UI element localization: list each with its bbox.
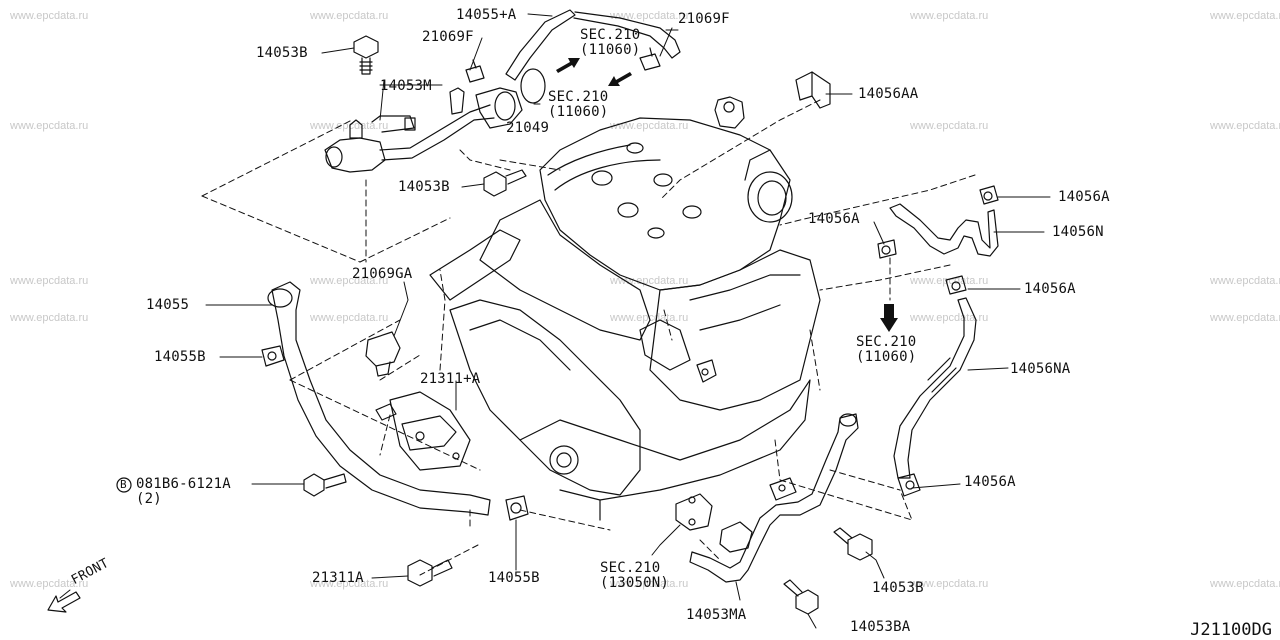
gasket-sec210-13050n[interactable] — [675, 493, 713, 531]
label-bolt-qty: (2) — [136, 491, 162, 507]
watermark-text: www.epcdata.ru — [310, 10, 389, 22]
label-14055-plus-a[interactable]: 14055+A — [456, 7, 517, 23]
watermark-text: www.epcdata.ru — [1210, 578, 1280, 590]
watermark-text: www.epcdata.ru — [610, 578, 689, 590]
watermark-text: www.epcdata.ru — [910, 275, 989, 287]
pipe-14053m[interactable] — [324, 87, 523, 173]
clamp-21069ga[interactable] — [365, 331, 401, 377]
label-21069ga[interactable]: 21069GA — [352, 266, 413, 282]
label-sec210-b-1[interactable]: SEC.210 — [548, 89, 609, 105]
label-14056a-b[interactable]: 14056A — [808, 211, 860, 227]
bracket-14056aa[interactable] — [795, 71, 831, 109]
label-14056a-a[interactable]: 14056A — [1058, 189, 1110, 205]
label-21069f-right[interactable]: 21069F — [678, 11, 730, 27]
hose-14056na[interactable] — [893, 297, 977, 479]
label-sec210-d-1[interactable]: SEC.210 — [600, 560, 661, 576]
label-14055b-left[interactable]: 14055B — [154, 349, 206, 365]
label-sec210-a-1[interactable]: SEC.210 — [580, 27, 641, 43]
clamp-14056a-upper-left[interactable] — [877, 239, 897, 259]
label-14053b-bottom[interactable]: 14053B — [872, 580, 924, 596]
clamp-21069f-right[interactable] — [639, 47, 661, 71]
watermark-text: www.epcdata.ru — [310, 120, 389, 132]
label-sec210-c-1[interactable]: SEC.210 — [856, 334, 917, 350]
engine-block — [429, 96, 821, 521]
label-21069f-left[interactable]: 21069F — [422, 29, 474, 45]
label-14056n[interactable]: 14056N — [1052, 224, 1104, 240]
clamp-21069f-left[interactable] — [465, 59, 485, 83]
watermark-text: www.epcdata.ru — [10, 10, 89, 22]
bolt-14053b-top[interactable] — [353, 35, 379, 75]
watermark-text: www.epcdata.ru — [10, 578, 89, 590]
bolt-21311a[interactable] — [407, 559, 453, 587]
label-14053b-middle[interactable]: 14053B — [398, 179, 450, 195]
watermark-text: www.epcdata.ru — [1210, 120, 1280, 132]
label-14053ma[interactable]: 14053MA — [686, 607, 747, 623]
bolt-spec-circle-icon — [116, 477, 132, 493]
label-21311-plus-a[interactable]: 21311+A — [420, 371, 481, 387]
watermark-text: www.epcdata.ru — [1210, 312, 1280, 324]
bolt-14053ba[interactable] — [783, 579, 819, 615]
label-081b6-6121a[interactable]: 081B6-6121A — [136, 476, 231, 492]
bracket-21311-plus-a[interactable] — [375, 391, 471, 471]
watermark-text: www.epcdata.ru — [910, 10, 989, 22]
label-14056a-d[interactable]: 14056A — [964, 474, 1016, 490]
leader-lines — [59, 13, 1051, 629]
clamp-14055b-bottom[interactable] — [505, 495, 529, 521]
pipe-14053ma[interactable] — [689, 413, 859, 583]
watermark-text: www.epcdata.ru — [10, 120, 89, 132]
watermark-text: www.epcdata.ru — [1210, 275, 1280, 287]
oring-21049[interactable] — [520, 68, 546, 104]
watermark-text: www.epcdata.ru — [10, 275, 89, 287]
label-14053ba[interactable]: 14053BA — [850, 619, 911, 635]
label-14055[interactable]: 14055 — [146, 297, 190, 313]
watermark-text: www.epcdata.ru — [1210, 10, 1280, 22]
label-bolt-circle-b: B — [120, 478, 127, 491]
hose-14055-plus-a[interactable] — [505, 9, 681, 81]
clamp-14056a-upper-right[interactable] — [979, 185, 999, 205]
label-sec210-d-2: (13050N) — [600, 575, 670, 591]
watermark-text: www.epcdata.ru — [310, 312, 389, 324]
label-sec210-c-2: (11060) — [856, 349, 917, 365]
label-14056na[interactable]: 14056NA — [1010, 361, 1071, 377]
front-arrow-icon — [47, 591, 81, 613]
label-14056aa[interactable]: 14056AA — [858, 86, 919, 102]
clamp-14055b-left[interactable] — [261, 345, 285, 367]
watermark-text: www.epcdata.ru — [310, 578, 389, 590]
clamp-14056a-lower[interactable] — [897, 473, 921, 497]
label-14053m[interactable]: 14053M — [380, 78, 432, 94]
watermark-text: www.epcdata.ru — [610, 120, 689, 132]
watermark-text: www.epcdata.ru — [910, 312, 989, 324]
label-14053b-top[interactable]: 14053B — [256, 45, 308, 61]
label-sec210-b-2: (11060) — [548, 104, 609, 120]
hose-14056n[interactable] — [889, 203, 999, 257]
bolt-081b6-6121a[interactable] — [303, 473, 347, 497]
watermark-text: www.epcdata.ru — [610, 10, 689, 22]
direction-arrows — [556, 58, 898, 332]
label-sec210-a-2: (11060) — [580, 42, 641, 58]
watermark-text: www.epcdata.ru — [910, 578, 989, 590]
label-14055b-bottom[interactable]: 14055B — [488, 570, 540, 586]
watermark-text: www.epcdata.ru — [910, 120, 989, 132]
label-21049[interactable]: 21049 — [506, 120, 550, 136]
diagram-code: J21100DG — [1190, 620, 1272, 640]
label-14056a-c[interactable]: 14056A — [1024, 281, 1076, 297]
watermark-text: www.epcdata.ru — [10, 312, 89, 324]
label-21311a[interactable]: 21311A — [312, 570, 364, 586]
watermark-text: www.epcdata.ru — [310, 275, 389, 287]
clamp-14056a-middle[interactable] — [945, 275, 967, 295]
dashed-reference-lines — [201, 99, 976, 576]
bolt-14053b-bottom-right[interactable] — [833, 527, 873, 561]
hose-14055[interactable] — [267, 281, 491, 516]
bolt-14053b-middle[interactable] — [483, 169, 527, 197]
